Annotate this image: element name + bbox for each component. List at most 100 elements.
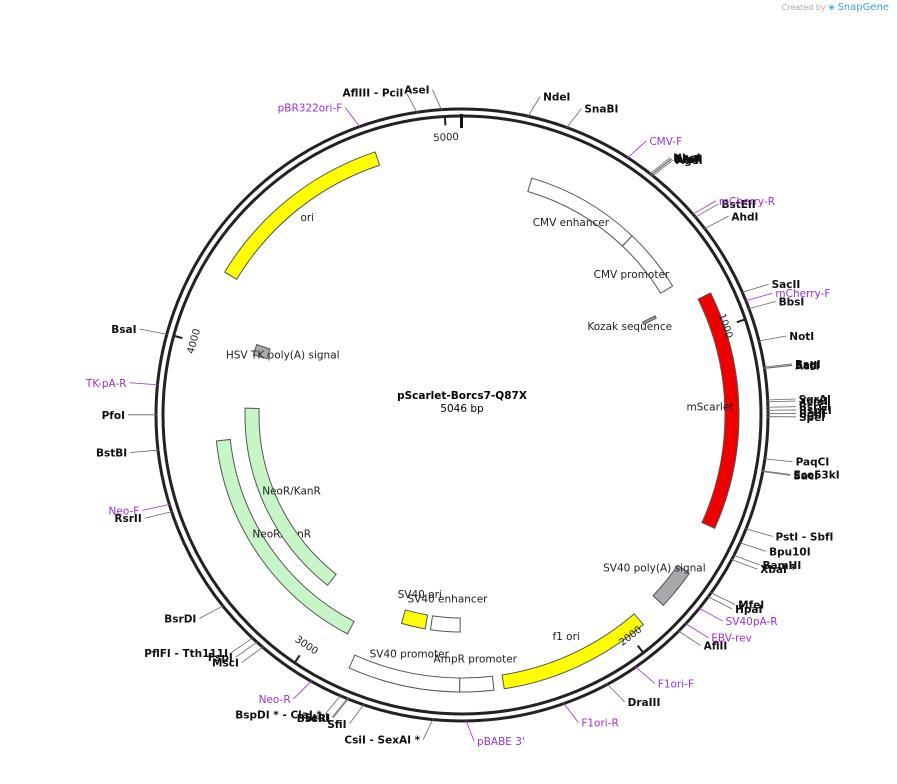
site-label[interactable]: SacII [772, 279, 801, 291]
primer-label[interactable]: Neo-R [259, 694, 291, 706]
site-label[interactable]: MfeI [738, 600, 764, 612]
site-label[interactable]: SfiI [327, 719, 346, 731]
site-label[interactable]: AccI [795, 360, 819, 372]
primer-leader [691, 200, 717, 216]
site-label[interactable]: RsrII [114, 513, 141, 525]
primer-label[interactable]: mCherry-R [719, 196, 775, 208]
site-label[interactable]: NdeI [543, 92, 570, 104]
site-label[interactable]: AfeI [675, 154, 699, 166]
primer-label[interactable]: F1ori-F [658, 679, 694, 691]
site-leader [709, 592, 736, 605]
primer-label[interactable]: CMV-F [649, 136, 682, 148]
site-label[interactable]: StuI [305, 712, 329, 724]
feature-arc[interactable] [348, 654, 461, 693]
site-label[interactable]: SacI [793, 470, 818, 482]
primer-label[interactable]: TK-pA-R [85, 378, 127, 390]
feature-arc[interactable] [641, 315, 657, 326]
feature-arc[interactable] [501, 613, 644, 690]
primer-label[interactable]: EBV-rev [711, 633, 752, 645]
site-label[interactable]: FspI [208, 652, 233, 664]
site-label[interactable]: NheI [673, 153, 700, 165]
site-label[interactable]: BspDI * - ClaI * [235, 709, 322, 721]
site-leader [766, 400, 796, 403]
site-label[interactable]: BsgI [795, 359, 821, 371]
feature-arc[interactable] [400, 609, 429, 630]
snapgene-logo-icon: ❀ [828, 3, 835, 12]
feature-arc[interactable] [527, 177, 633, 247]
tick-mark [294, 654, 301, 663]
feature-arc[interactable] [244, 407, 337, 586]
site-label[interactable]: SnaBI [584, 104, 618, 116]
primer-leader [465, 719, 475, 742]
site-label[interactable]: SalI [795, 360, 817, 372]
site-label[interactable]: SpeI [799, 412, 825, 424]
tick-label: 3000 [293, 634, 320, 657]
feature-arc[interactable] [697, 292, 740, 529]
site-label[interactable]: BbsI [779, 297, 805, 309]
site-leader [763, 365, 793, 370]
feature-arc[interactable] [621, 235, 674, 294]
primer-label[interactable]: pBR322ori-F [278, 103, 343, 115]
site-leader [738, 542, 767, 552]
site-label[interactable]: BspEI [799, 405, 832, 417]
site-leader [707, 596, 733, 610]
site-label[interactable]: AseI [404, 85, 429, 97]
site-leader [761, 470, 791, 475]
site-label[interactable]: NotI [789, 331, 814, 343]
feature-arc[interactable] [652, 564, 691, 607]
feature-label: SV40 ori [398, 589, 442, 601]
site-label[interactable]: XbaI * [760, 564, 796, 576]
site-label[interactable]: AflIII - PciI [343, 88, 404, 100]
feature-label: ori [300, 212, 314, 224]
feature-arc[interactable] [429, 615, 461, 633]
site-label[interactable]: BmtI [674, 154, 702, 166]
site-label[interactable]: BamHI [763, 560, 802, 572]
site-label[interactable]: AflII [704, 640, 728, 652]
primer-label[interactable]: Neo-F [109, 505, 140, 517]
site-leader [230, 637, 254, 654]
feature-arc[interactable] [224, 151, 381, 280]
site-leader [139, 328, 168, 335]
site-label[interactable]: SgrAI [799, 394, 831, 406]
site-label[interactable]: BglII [799, 409, 826, 421]
site-label[interactable]: HpaI [735, 604, 762, 616]
site-label[interactable]: MscI [212, 658, 239, 670]
site-label[interactable]: BseRI [297, 713, 330, 725]
site-label[interactable]: DraIII [628, 697, 661, 709]
primer-leader [142, 503, 171, 511]
site-label[interactable]: BsrGI [799, 402, 831, 414]
feature-label: SV40 enhancer [408, 593, 489, 605]
site-label[interactable]: PaqCI [796, 457, 830, 469]
site-label[interactable]: CsiI - SexAI * [344, 735, 420, 747]
site-label[interactable]: PfoI [102, 410, 125, 422]
site-leader [331, 697, 349, 718]
feature-label: SV40 poly(A) signal [603, 563, 706, 575]
tick-label: 4000 [186, 328, 203, 355]
primer-leader [129, 382, 159, 386]
primer-label[interactable]: mCherry-F [775, 288, 830, 300]
site-label[interactable]: Bpu10I [769, 546, 811, 558]
site-label[interactable]: BsrDI [164, 614, 196, 626]
site-label[interactable]: BstBI [96, 447, 127, 459]
tick-mark [636, 645, 644, 653]
site-leader [766, 398, 796, 401]
feature-arc[interactable] [252, 343, 271, 360]
site-leader [761, 471, 791, 476]
feature-arc[interactable] [459, 675, 495, 693]
site-label[interactable]: XcmI [799, 396, 828, 408]
site-label[interactable]: PflFI - Tth111I [144, 648, 228, 660]
site-label[interactable]: AgeI [676, 155, 703, 167]
site-label[interactable]: PstI - SbfI [776, 531, 834, 543]
site-label[interactable]: AhdI [731, 211, 758, 223]
primer-label[interactable]: F1ori-R [581, 717, 618, 729]
primer-label[interactable]: pBABE 3' [477, 736, 525, 748]
tick-mark [174, 335, 183, 340]
feature-arc[interactable] [215, 438, 355, 635]
primer-label[interactable]: SV40pA-R [726, 616, 778, 628]
site-label[interactable]: BstEII [721, 199, 755, 211]
snapgene-credit: Created by ❀ SnapGene [782, 2, 889, 13]
site-label[interactable]: BsaI [111, 324, 136, 336]
site-label[interactable]: Eco53kI [794, 470, 840, 482]
